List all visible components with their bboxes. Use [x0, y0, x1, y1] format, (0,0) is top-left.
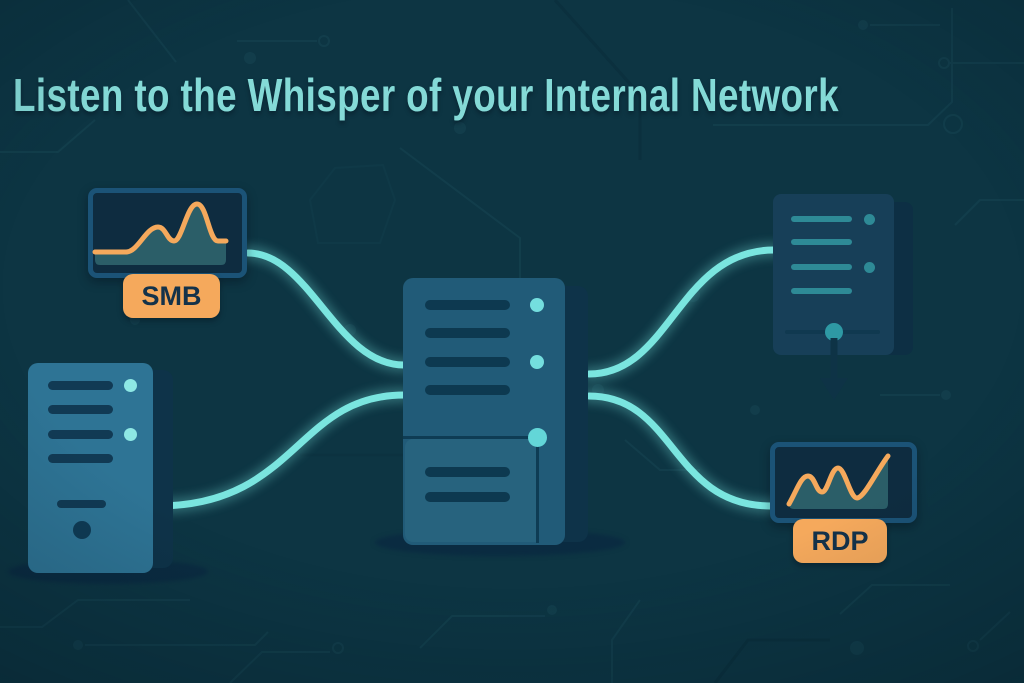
server-body	[403, 278, 565, 545]
led-indicator	[530, 355, 544, 369]
server-drawer-panel	[405, 439, 536, 542]
server-slat	[425, 467, 510, 477]
drawer-vertical-line	[536, 438, 539, 543]
server-slat	[791, 239, 852, 245]
connection-line-core-to-remote	[585, 246, 778, 378]
server-slat	[425, 385, 510, 395]
power-button	[73, 521, 91, 539]
connection-line-core-to-rdp	[585, 392, 775, 510]
server-slat	[48, 430, 113, 439]
led-indicator	[864, 262, 875, 273]
line-chart-icon	[92, 201, 229, 265]
server-side-shadow	[791, 202, 913, 355]
server-slat	[791, 216, 852, 222]
rdp-protocol-badge: RDP	[793, 519, 887, 563]
drawer-node-dot	[528, 428, 547, 447]
server-slat	[425, 492, 510, 502]
server-slat	[48, 454, 113, 463]
server-body	[773, 194, 894, 355]
server-vent	[57, 500, 106, 508]
monitor-frame	[88, 188, 247, 278]
page-title: Listen to the Whisper of your Internal N…	[13, 69, 840, 121]
connection-line-workstation-to-core	[153, 391, 408, 510]
left-server-shadow	[8, 559, 208, 584]
monitor-frame	[770, 442, 917, 523]
center-server-shadow	[375, 529, 625, 556]
arrow-down-icon	[820, 338, 848, 400]
server-slat	[48, 381, 113, 390]
server-slat	[791, 264, 852, 270]
led-indicator	[530, 298, 544, 312]
smb-protocol-badge: SMB	[123, 274, 220, 318]
server-side-shadow	[424, 286, 588, 542]
server-slat	[425, 328, 510, 338]
drawer-divider-line	[403, 436, 537, 439]
line-chart-icon	[786, 453, 891, 509]
led-indicator	[124, 379, 137, 392]
connection-line-smb-to-core	[244, 249, 408, 369]
server-side-shadow	[46, 370, 173, 568]
server-slat	[425, 357, 510, 367]
server-slat	[425, 300, 510, 310]
server-body	[28, 363, 153, 573]
port-node-dot	[825, 323, 843, 341]
port-line	[785, 330, 880, 334]
server-slat	[791, 288, 852, 294]
led-indicator	[864, 214, 875, 225]
led-indicator	[124, 428, 137, 441]
server-slat	[48, 405, 113, 414]
